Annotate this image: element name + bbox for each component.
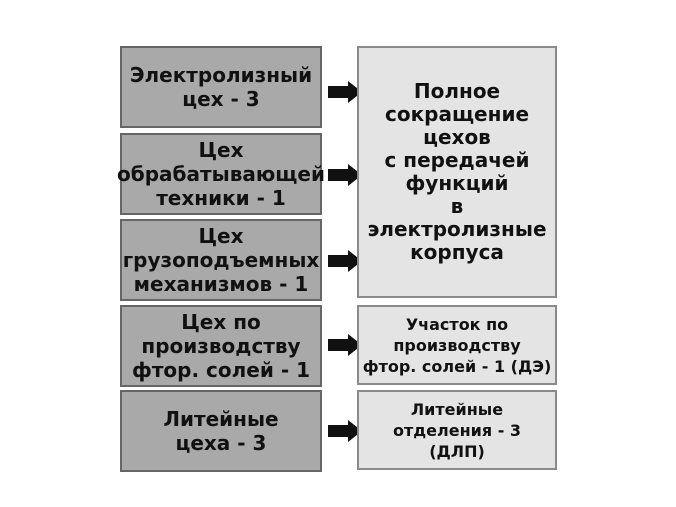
left-box-processing-text: Цех обрабатывающей техники - 1	[117, 138, 325, 210]
left-box-lifting-text: Цех грузоподъемных механизмов - 1	[122, 224, 320, 296]
left-box-processing: Цех обрабатывающей техники - 1	[117, 133, 325, 215]
right-box-fluoride-section: Участок по производству фтор. солей - 1 …	[357, 305, 557, 385]
left-box-foundry-text: Литейные цеха - 3	[163, 407, 279, 455]
left-box-electrolysis: Электролизный цех - 3	[120, 46, 322, 128]
arrow-right-icon	[328, 164, 362, 186]
right-box-full-reduction: Полное сокращение цехов с передачей функ…	[357, 46, 557, 298]
right-box-full-reduction-text: Полное сокращение цехов с передачей функ…	[367, 79, 547, 264]
right-box-foundry-departments-text: Литейные отделения - 3 (ДЛП)	[392, 399, 522, 461]
left-box-lifting: Цех грузоподъемных механизмов - 1	[120, 219, 322, 301]
right-box-fluoride-section-text: Участок по производству фтор. солей - 1 …	[362, 314, 552, 376]
arrow-right-icon	[328, 420, 362, 442]
arrow-right-icon	[328, 250, 362, 272]
left-box-electrolysis-text: Электролизный цех - 3	[129, 63, 313, 111]
left-box-fluoride-text: Цех по производству фтор. солей - 1	[131, 310, 311, 382]
right-box-foundry-departments: Литейные отделения - 3 (ДЛП)	[357, 390, 557, 470]
arrow-right-icon	[328, 81, 362, 103]
arrow-right-icon	[328, 334, 362, 356]
left-box-fluoride: Цех по производству фтор. солей - 1	[120, 305, 322, 387]
left-box-foundry: Литейные цеха - 3	[120, 390, 322, 472]
